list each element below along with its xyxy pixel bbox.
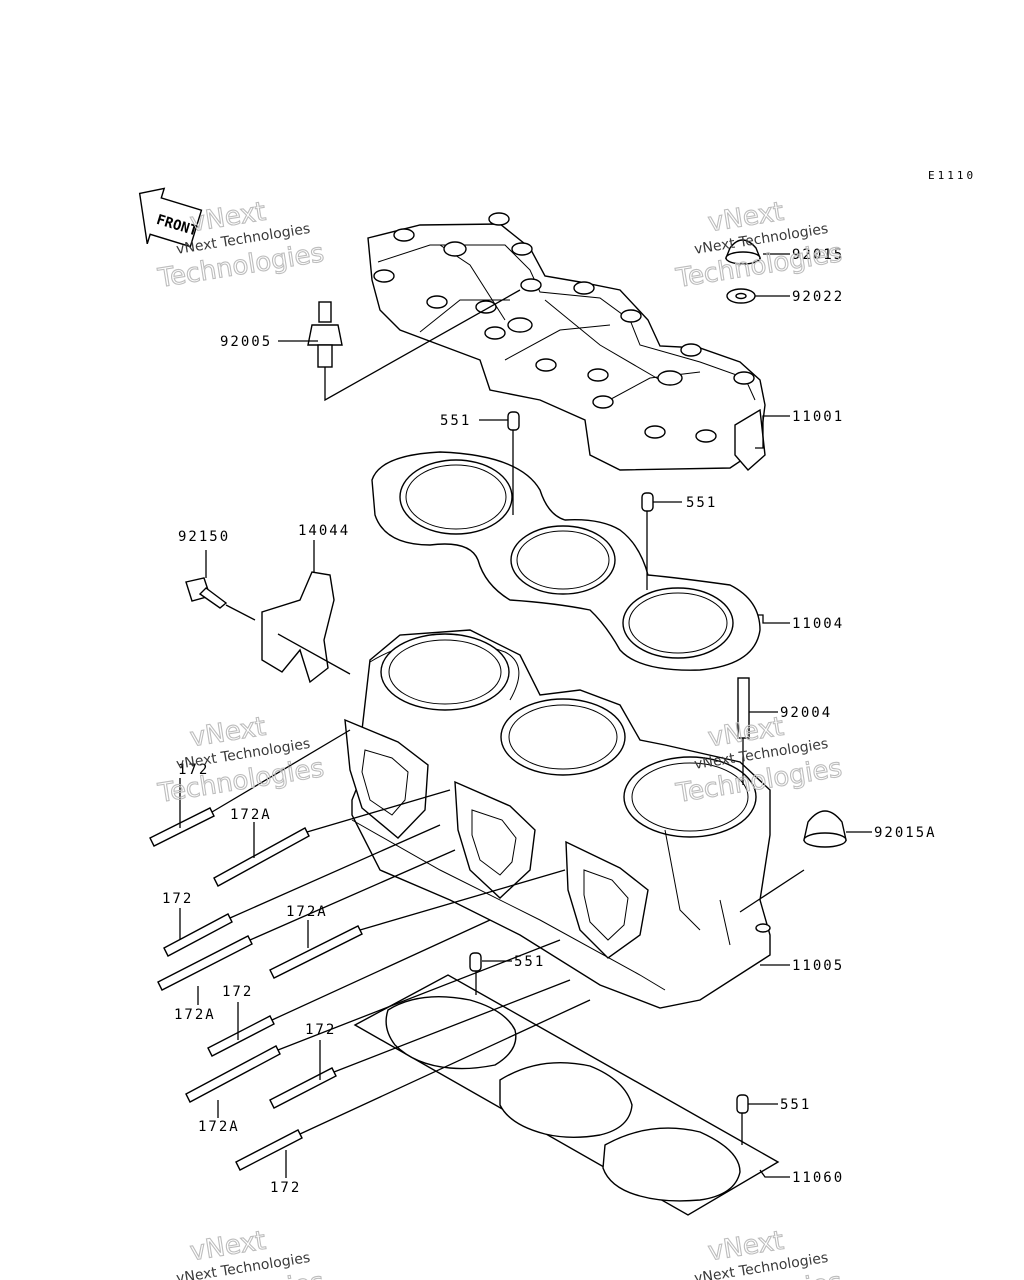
label-551-d: 551: [780, 1097, 811, 1113]
head-gasket: [371, 451, 761, 671]
label-172-5: 172: [270, 1180, 301, 1196]
label-172A-4: 172A: [198, 1119, 240, 1135]
label-14044: 14044: [298, 523, 350, 539]
label-551-c: 551: [514, 954, 545, 970]
label-92150: 92150: [178, 529, 230, 545]
label-172-2: 172: [162, 891, 193, 907]
leader-lines: [179, 253, 872, 1178]
label-172A-3: 172A: [174, 1007, 216, 1023]
label-551-a: 551: [440, 413, 471, 429]
studs: [149, 807, 363, 1171]
intake-ports: [344, 718, 649, 959]
dowel-pin-1: [507, 411, 520, 431]
label-172-3: 172: [222, 984, 253, 1000]
dowel-pin-2: [641, 492, 654, 512]
label-551-b: 551: [686, 495, 717, 511]
dowel-pin-4: [736, 1094, 749, 1114]
label-172-1: 172: [178, 762, 209, 778]
dowel-pin-3: [469, 952, 482, 972]
watermark-2: vNext Technologies vNext Technologies: [673, 196, 845, 294]
bolt-92150: [185, 577, 228, 609]
bracket-14044: [261, 571, 335, 684]
label-92022: 92022: [792, 289, 844, 305]
label-11004: 11004: [792, 616, 844, 632]
front-arrow-icon: FRONT: [138, 187, 203, 248]
label-92015A: 92015A: [874, 825, 937, 841]
head-bolt-holes: [373, 212, 755, 443]
label-92005: 92005: [220, 334, 272, 350]
watermark-6: vNext Technologies vNext Technologies: [673, 1225, 845, 1280]
base-gasket: [353, 974, 780, 1216]
watermark-5: vNext Technologies vNext Technologies: [155, 1225, 327, 1280]
label-172A-1: 172A: [230, 807, 272, 823]
fitting-92005: [307, 301, 343, 368]
cap-nut-92015A: [803, 810, 847, 848]
washer-92022: [726, 288, 756, 304]
watermark-3: vNext Technologies vNext Technologies: [155, 711, 327, 809]
label-92004: 92004: [780, 705, 832, 721]
cylinder-head: [367, 212, 766, 471]
cap-nut-92015: [724, 239, 762, 265]
label-11060: 11060: [792, 1170, 844, 1186]
label-172-4: 172: [305, 1022, 336, 1038]
label-11005: 11005: [792, 958, 844, 974]
label-92015: 92015: [792, 247, 844, 263]
diagram-code: E1110: [928, 169, 976, 182]
label-11001: 11001: [792, 409, 844, 425]
label-172A-2: 172A: [286, 904, 328, 920]
cylinder-block: [344, 629, 771, 1009]
